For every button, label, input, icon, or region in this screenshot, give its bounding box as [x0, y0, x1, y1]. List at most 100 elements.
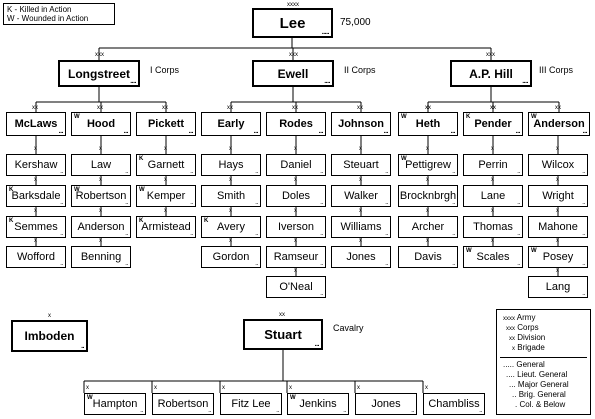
- casualty-marker: W: [531, 248, 537, 254]
- brigade-box[interactable]: Kershaw..: [6, 154, 66, 176]
- rank-dots: ..: [255, 199, 258, 206]
- division-pender[interactable]: K Pender ...: [463, 112, 523, 136]
- brigade-symbol: x: [99, 177, 102, 183]
- division-hood[interactable]: W Hood ...: [71, 112, 131, 136]
- division-symbol: xx: [425, 105, 431, 111]
- division-rodes[interactable]: Rodes ...: [266, 112, 326, 136]
- rank-dots: ..: [320, 199, 323, 206]
- corps-ewell[interactable]: Ewell ....: [252, 60, 334, 87]
- brigade-box[interactable]: Davis..: [398, 246, 458, 268]
- brigade-box[interactable]: Gordon..: [201, 246, 261, 268]
- corps-ap-hill[interactable]: A.P. Hill ....: [450, 60, 532, 87]
- cavalry-brigade-box[interactable]: Robertson..: [152, 393, 214, 415]
- division-pickett[interactable]: Pickett ...: [136, 112, 196, 136]
- brigade-symbol: x: [425, 385, 428, 391]
- casualty-marker: K: [204, 218, 209, 224]
- casualty-marker: K: [139, 218, 144, 224]
- division-name: Anderson: [533, 118, 585, 130]
- rank-dots: ..: [452, 199, 455, 206]
- division-johnson[interactable]: Johnson ...: [331, 112, 391, 136]
- brigade-box[interactable]: Williams..: [331, 216, 391, 238]
- casualty-marker: K: [139, 156, 144, 162]
- brigade-symbol: x: [34, 238, 37, 244]
- brigade-box[interactable]: Steuart..: [331, 154, 391, 176]
- rank-dots: ..: [343, 407, 346, 414]
- brigade-box[interactable]: Iverson..: [266, 216, 326, 238]
- brigade-box[interactable]: Anderson..: [71, 216, 131, 238]
- brigade-symbol: x: [164, 146, 167, 152]
- cavalry-stuart[interactable]: Stuart ...: [243, 319, 323, 350]
- brigade-box[interactable]: Mahone..: [528, 216, 588, 238]
- brigade-box[interactable]: Archer..: [398, 216, 458, 238]
- brigade-name: Kemper: [146, 190, 186, 202]
- rank-dots: ..: [320, 168, 323, 175]
- division-early[interactable]: Early ...: [201, 112, 261, 136]
- division-anderson[interactable]: W Anderson ...: [528, 112, 590, 136]
- rank-dots: ..: [125, 260, 128, 267]
- brigade-box[interactable]: Daniel..: [266, 154, 326, 176]
- cavalry-brigade-box[interactable]: Jones..: [355, 393, 417, 415]
- brigade-box[interactable]: Lane..: [463, 185, 523, 207]
- rank-dots: ..: [385, 260, 388, 267]
- brigade-box[interactable]: Doles..: [266, 185, 326, 207]
- rank-dots: ..: [320, 230, 323, 237]
- rank-dots: ...: [253, 128, 259, 135]
- brigade-box[interactable]: Thomas..: [463, 216, 523, 238]
- division-name: Rodes: [279, 118, 313, 130]
- brigade-box[interactable]: Wright..: [528, 185, 588, 207]
- brigade-box[interactable]: Ramseur..: [266, 246, 326, 268]
- rank-dots: ..: [125, 168, 128, 175]
- brigade-symbol: x: [357, 385, 360, 391]
- rank-dots: ..: [385, 199, 388, 206]
- legend-row: .... Lieut. General: [506, 370, 568, 379]
- brigade-box[interactable]: Benning..: [71, 246, 131, 268]
- brigade-symbol: x: [86, 385, 89, 391]
- division-name: Johnson: [338, 118, 384, 130]
- unit-legend: xxxx Army xxx Corps xx Division x Brigad…: [496, 309, 591, 415]
- cavalry-brigade-box[interactable]: Chambliss..: [423, 393, 485, 415]
- casualty-marker: K: [9, 187, 14, 193]
- cavalry-brigade-box[interactable]: Fitz Lee..: [220, 393, 282, 415]
- brigade-box[interactable]: Hays..: [201, 154, 261, 176]
- rank-dots: ...: [515, 128, 521, 135]
- brigade-symbol: x: [99, 238, 102, 244]
- brigade-box[interactable]: Perrin..: [463, 154, 523, 176]
- brigade-box[interactable]: Law..: [71, 154, 131, 176]
- brigade-symbol: x: [294, 177, 297, 183]
- rank-dots: ....: [522, 78, 528, 85]
- rank-dots: ..: [276, 407, 279, 414]
- division-heth[interactable]: W Heth ...: [398, 112, 458, 136]
- division-name: Heth: [415, 118, 441, 130]
- brigade-box[interactable]: Lang..: [528, 276, 588, 298]
- brigade-box[interactable]: Brocknbrgh..: [398, 185, 458, 207]
- imboden-brigade[interactable]: Imboden ..: [11, 320, 88, 352]
- rank-dots: ..: [140, 407, 143, 414]
- brigade-box[interactable]: Wofford..: [6, 246, 66, 268]
- brigade-box[interactable]: O'Neal..: [266, 276, 326, 298]
- brigade-box[interactable]: Wilcox..: [528, 154, 588, 176]
- legend-row: xxx Corps: [506, 323, 539, 332]
- army-lee[interactable]: Lee .....: [252, 8, 333, 38]
- brigade-symbol: x: [426, 208, 429, 214]
- brigade-box[interactable]: Jones..: [331, 246, 391, 268]
- brigade-symbol: x: [294, 146, 297, 152]
- brigade-name: Robertson: [75, 190, 127, 202]
- brigade-box[interactable]: Walker..: [331, 185, 391, 207]
- casualty-marker: W: [74, 114, 80, 120]
- corps-longstreet[interactable]: Longstreet ....: [58, 60, 140, 87]
- brigade-symbol: x: [359, 177, 362, 183]
- brigade-box[interactable]: Smith..: [201, 185, 261, 207]
- division-mclaws[interactable]: McLaws ...: [6, 112, 66, 136]
